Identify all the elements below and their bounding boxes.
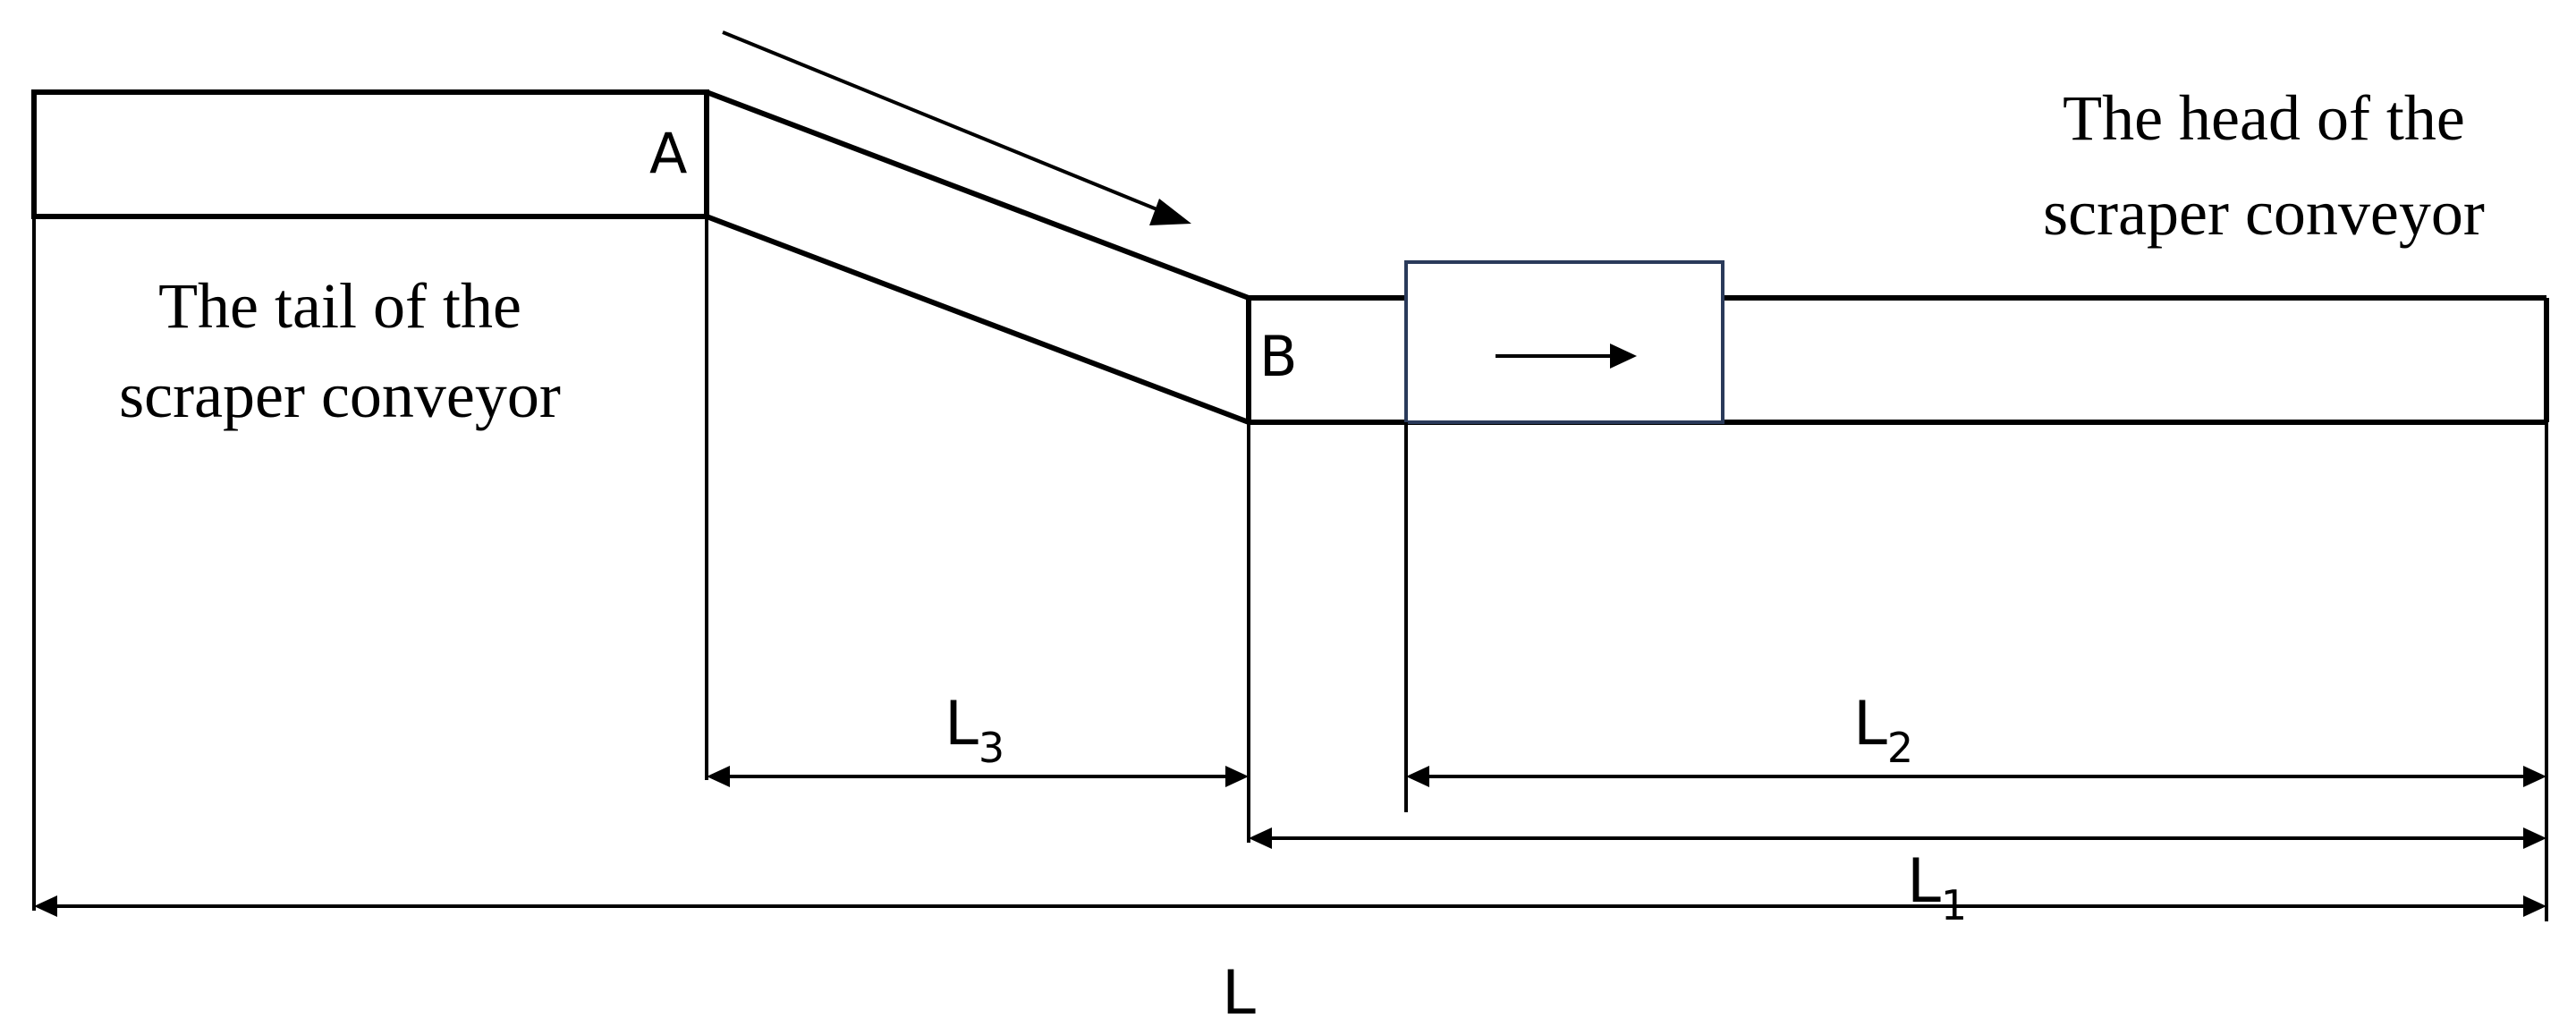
l2-label-main: L — [1853, 689, 1887, 759]
dimension-l1 — [1249, 827, 2546, 849]
dimension-l2 — [1406, 766, 2546, 787]
head-label-line2: scraper conveyor — [2043, 177, 2485, 249]
point-b-label: B — [1259, 324, 1298, 389]
head-label-line1: The head of the — [2063, 82, 2465, 154]
l-label: L — [1222, 958, 1256, 1029]
tail-label-line1: The tail of the — [158, 270, 521, 342]
tail-label-line2: scraper conveyor — [119, 360, 561, 431]
dimension-l — [34, 895, 2546, 917]
shearer-box — [1404, 260, 1724, 424]
shearer-direction-arrow — [1496, 344, 1637, 369]
point-a-label: A — [649, 121, 687, 186]
dimension-l3 — [707, 766, 1249, 787]
l1-label-sub: 1 — [1941, 881, 1967, 929]
l3-label: L3 — [945, 689, 1004, 772]
l1-label: L1 — [1907, 846, 1967, 929]
l2-label-sub: 2 — [1887, 724, 1913, 772]
l3-label-sub: 3 — [979, 724, 1004, 772]
inclined-section — [705, 89, 1251, 425]
l1-label-main: L — [1907, 846, 1941, 917]
l3-label-main: L — [945, 689, 979, 759]
tail-section — [31, 89, 709, 219]
l2-label: L2 — [1853, 689, 1913, 772]
slope-direction-arrow — [722, 30, 1191, 225]
